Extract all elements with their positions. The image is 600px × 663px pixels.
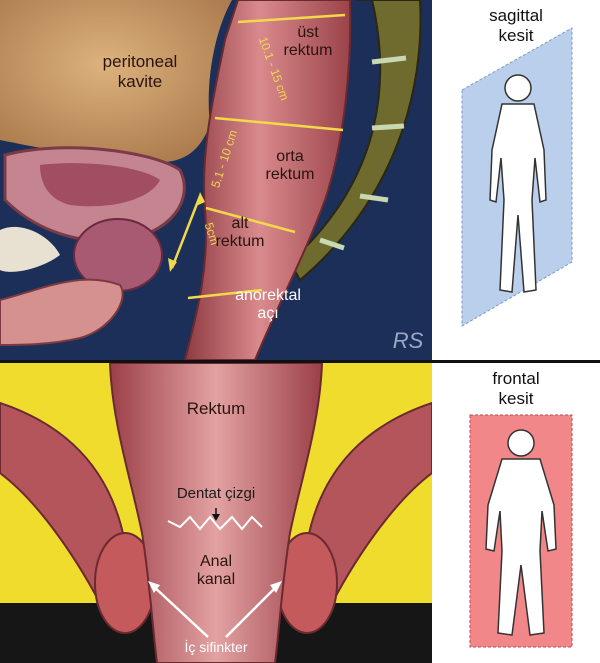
sagittal-icon-title: sagittal kesit <box>489 6 543 45</box>
frontal-plane-diagram <box>469 414 573 648</box>
panel-divider <box>0 360 600 363</box>
frontal-illustration <box>0 363 432 663</box>
frontal-anatomy-panel: Rektum Dentat çizgi Anal kanal İç sifink… <box>0 363 432 663</box>
human-figure <box>489 74 547 293</box>
lower-distance-arrow <box>170 195 202 269</box>
icon-divider <box>432 363 600 365</box>
peritoneal-cavity-label: peritoneal kavite <box>102 52 178 91</box>
rectum-wall <box>183 0 352 360</box>
penis <box>0 278 124 346</box>
frontal-icon-title: frontal kesit <box>492 369 540 408</box>
bladder-lumen <box>40 163 160 207</box>
dentate-line-label: Dentat çizgi <box>176 485 256 502</box>
middle-rectum-label: orta rektum <box>265 148 315 184</box>
peritoneal-cavity <box>0 0 232 163</box>
artist-signature: RS <box>393 328 424 353</box>
anal-canal-label: Anal kanal <box>196 553 236 589</box>
frontal-plane-icon-panel: frontal kesit <box>432 365 600 663</box>
internal-sphincter-arrows <box>151 584 279 638</box>
human-figure <box>485 429 557 636</box>
pubic-bone <box>0 226 60 272</box>
sagittal-plane-diagram <box>461 27 573 327</box>
internal-sphincter-label: İç sifinkter <box>184 639 248 655</box>
vertebral-discs <box>319 55 407 251</box>
lower-rectum-label: alt rektum <box>215 215 265 251</box>
sacrum <box>288 0 422 282</box>
upper-rectum-label: üst rektum <box>283 24 333 60</box>
lower-distance-label: 5cm <box>202 221 222 247</box>
rectum-label: Rektum <box>186 399 246 418</box>
sagittal-illustration: 10.1 - 15 cm 5.1 - 10 cm 5cm RS <box>0 0 424 360</box>
sagittal-anatomy-panel: 10.1 - 15 cm 5.1 - 10 cm 5cm RS peritone… <box>0 0 432 360</box>
sagittal-plane-icon-panel: sagittal kesit <box>432 0 600 360</box>
section-boundaries <box>187 13 346 300</box>
anorectal-angle-label: anorektal açı <box>235 287 301 323</box>
dentate-line <box>167 515 263 531</box>
